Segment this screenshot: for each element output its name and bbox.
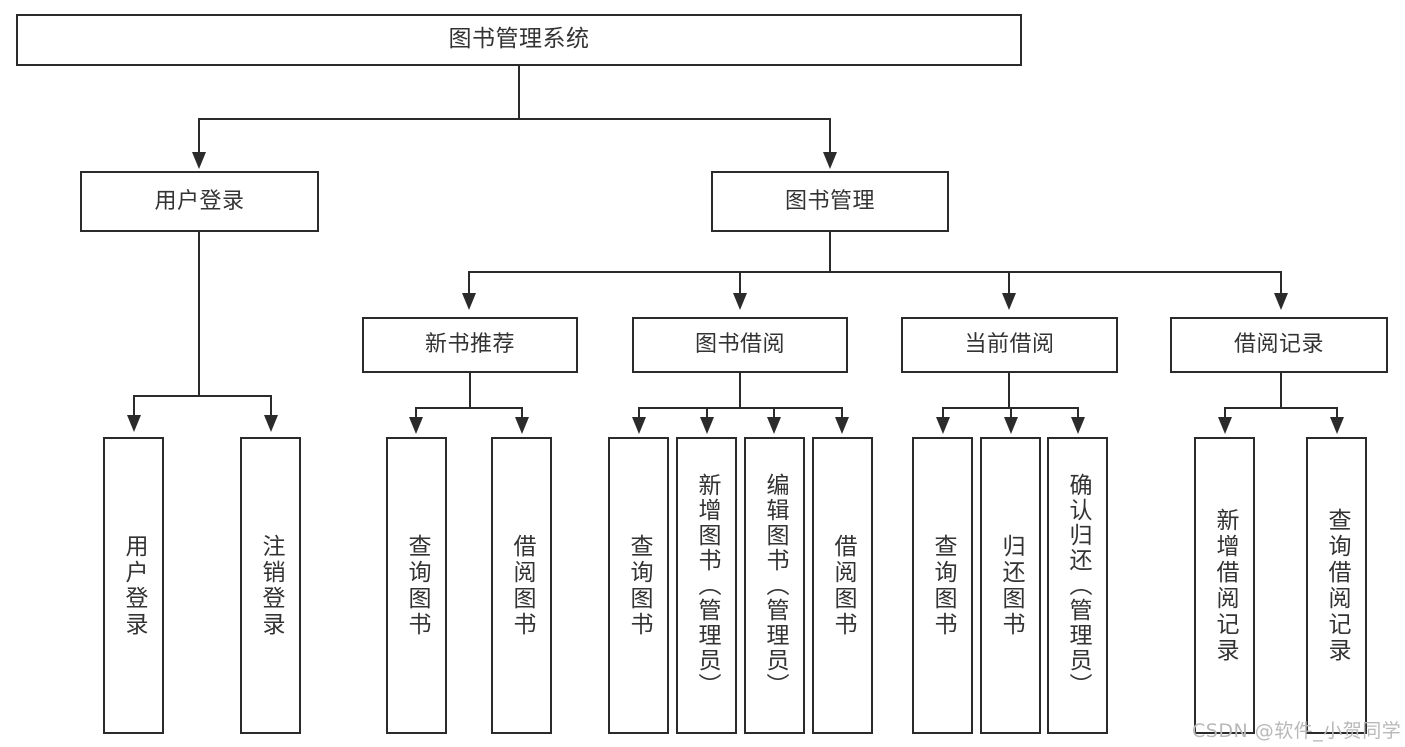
connector-book-borrow-stem <box>739 373 741 408</box>
arrow-nb-to-leaf-1 <box>409 417 423 434</box>
connector-root-to-book-management <box>829 118 831 154</box>
connector-book-borrow-bus <box>638 407 842 409</box>
arrow-bb-to-leaf-2 <box>700 417 714 434</box>
connector-user-login-stem <box>198 232 200 396</box>
leaf-current-borrow-return[interactable]: 归还图书 <box>980 437 1041 734</box>
connector-borrow-record-stem <box>1280 373 1282 408</box>
connector-bb-to-leaf-4 <box>841 407 843 419</box>
connector-new-book-bus <box>415 407 523 409</box>
connector-nb-to-leaf-1 <box>415 407 417 419</box>
leaf-user-login-signout[interactable]: 注销登录 <box>240 437 301 734</box>
leaf-borrow-record-query[interactable]: 查询借阅记录 <box>1306 437 1367 734</box>
arrow-user-login-to-leaf-2 <box>264 415 278 432</box>
node-label: 注销登录 <box>258 533 284 638</box>
connector-root-stem <box>518 66 520 119</box>
arrow-br-to-leaf-2 <box>1330 417 1344 434</box>
connector-user-login-bus <box>133 395 271 397</box>
node-label: 借阅图书 <box>830 533 856 638</box>
connector-book-management-bus <box>468 271 1282 273</box>
connector-bm-to-book-borrow <box>739 271 741 295</box>
arrow-bm-to-new-book <box>462 293 476 310</box>
leaf-current-borrow-confirm-admin[interactable]: 确认归还（管理员） <box>1047 437 1108 734</box>
connector-cb-to-leaf-2 <box>1010 407 1012 419</box>
connector-bb-to-leaf-1 <box>638 407 640 419</box>
node-book-borrow[interactable]: 图书借阅 <box>632 317 848 373</box>
connector-bm-to-current-borrow <box>1008 271 1010 295</box>
arrow-bb-to-leaf-3 <box>767 417 781 434</box>
arrow-br-to-leaf-1 <box>1218 417 1232 434</box>
connector-br-to-leaf-1 <box>1224 407 1226 419</box>
leaf-new-book-borrow[interactable]: 借阅图书 <box>491 437 552 734</box>
node-root-book-management-system[interactable]: 图书管理系统 <box>16 14 1022 66</box>
arrow-bb-to-leaf-1 <box>632 417 646 434</box>
node-label: 查询图书 <box>930 533 956 638</box>
connector-br-to-leaf-2 <box>1336 407 1338 419</box>
connector-nb-to-leaf-2 <box>521 407 523 419</box>
arrow-bm-to-borrow-record <box>1274 293 1288 310</box>
connector-current-borrow-stem <box>1008 373 1010 408</box>
node-new-book-recommend[interactable]: 新书推荐 <box>362 317 578 373</box>
arrow-bm-to-current-borrow <box>1002 293 1016 310</box>
arrow-bm-to-book-borrow <box>733 293 747 310</box>
arrow-cb-to-leaf-3 <box>1071 417 1085 434</box>
connector-borrow-record-bus <box>1224 407 1338 409</box>
watermark-text: CSDN @软件_小贺同学 <box>1192 720 1402 742</box>
connector-user-login-to-leaf-2 <box>270 395 272 417</box>
leaf-new-book-query[interactable]: 查询图书 <box>386 437 447 734</box>
node-user-login[interactable]: 用户登录 <box>80 171 319 232</box>
leaf-user-login-signin[interactable]: 用户登录 <box>103 437 164 734</box>
leaf-book-borrow-borrow[interactable]: 借阅图书 <box>812 437 873 734</box>
leaf-book-borrow-edit-admin[interactable]: 编辑图书（管理员） <box>744 437 805 734</box>
node-label: 用户登录 <box>121 533 147 638</box>
connector-book-management-stem <box>829 232 831 272</box>
arrow-nb-to-leaf-2 <box>515 417 529 434</box>
arrow-user-login-to-leaf-1 <box>127 415 141 432</box>
node-current-borrow[interactable]: 当前借阅 <box>901 317 1118 373</box>
connector-bb-to-leaf-3 <box>773 407 775 419</box>
connector-root-bus <box>198 118 830 120</box>
leaf-borrow-record-add[interactable]: 新增借阅记录 <box>1194 437 1255 734</box>
arrow-cb-to-leaf-1 <box>936 417 950 434</box>
node-label: 查询图书 <box>404 533 430 638</box>
arrow-cb-to-leaf-2 <box>1004 417 1018 434</box>
leaf-book-borrow-add-admin[interactable]: 新增图书（管理员） <box>676 437 737 734</box>
arrow-bb-to-leaf-4 <box>835 417 849 434</box>
node-label: 借阅图书 <box>509 533 535 638</box>
node-label: 查询借阅记录 <box>1324 507 1350 664</box>
connector-bb-to-leaf-2 <box>706 407 708 419</box>
connector-bm-to-new-book <box>468 271 470 295</box>
node-label: 图书借阅 <box>694 332 785 358</box>
connector-bm-to-borrow-record <box>1280 271 1282 295</box>
node-label: 用户登录 <box>154 188 245 214</box>
node-label: 新增借阅记录 <box>1212 507 1238 664</box>
node-label: 图书管理系统 <box>448 26 590 53</box>
node-label: 当前借阅 <box>964 332 1055 358</box>
node-label: 图书管理 <box>784 188 875 214</box>
node-label: 查询图书 <box>626 533 652 638</box>
node-label: 新书推荐 <box>424 332 515 358</box>
node-book-management[interactable]: 图书管理 <box>711 171 949 232</box>
connector-new-book-stem <box>469 373 471 408</box>
node-label: 新增图书（管理员） <box>694 473 720 698</box>
connector-root-to-user-login <box>198 118 200 154</box>
leaf-book-borrow-query[interactable]: 查询图书 <box>608 437 669 734</box>
node-borrow-record[interactable]: 借阅记录 <box>1170 317 1388 373</box>
node-label: 归还图书 <box>998 533 1024 638</box>
connector-user-login-to-leaf-1 <box>133 395 135 417</box>
node-label: 编辑图书（管理员） <box>762 473 788 698</box>
leaf-current-borrow-query[interactable]: 查询图书 <box>912 437 973 734</box>
connector-cb-to-leaf-1 <box>942 407 944 419</box>
node-label: 确认归还（管理员） <box>1065 473 1091 698</box>
arrow-root-to-user-login <box>192 152 206 169</box>
connector-cb-to-leaf-3 <box>1077 407 1079 419</box>
arrow-root-to-book-management <box>823 152 837 169</box>
node-label: 借阅记录 <box>1233 332 1324 358</box>
